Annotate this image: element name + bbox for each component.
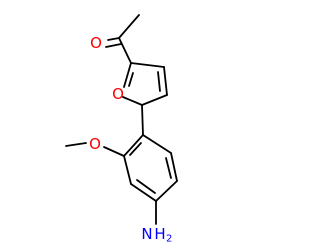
bond-benzene-c1-c2 [123, 134, 144, 157]
bond-benzene-c5-c6 [170, 152, 178, 182]
carbonyl-oxygen-label: O [90, 34, 102, 52]
bond-furan-benzene [141, 104, 144, 136]
bond-benzene-inner-b [136, 179, 156, 194]
bond-furan-c2-c3 [130, 62, 165, 68]
bond-furan-c3-c4-inner [157, 71, 161, 92]
bond-carbonyl-furan [118, 37, 132, 64]
methoxy-oxygen-label: O [89, 135, 101, 153]
bond-carbonyl-double-2 [105, 43, 122, 48]
furan-oxygen-label: O [112, 85, 124, 103]
amine-hydrogen-label: H [154, 225, 165, 243]
bond-benzene-c3-c4 [130, 183, 157, 202]
bond-furan-c4-c5 [141, 94, 168, 106]
bond-furan-o-c2 [123, 62, 132, 88]
bond-benzene-inner-c [165, 157, 172, 179]
bond-benzene-inner-a [129, 142, 142, 156]
amine-nitrogen-label: N [141, 225, 152, 243]
bond-benzene-methoxy-o [103, 146, 125, 157]
bond-methoxy-o-methyl [65, 142, 87, 147]
bond-furan-c3-c4 [163, 66, 168, 96]
bond-furan-c2-o-inner [128, 72, 134, 87]
bond-carbonyl-double-1 [107, 37, 120, 41]
bond-benzene-c4-c5 [155, 180, 178, 202]
bond-benzene-c2-c3 [123, 155, 132, 185]
amine-hydrogen-count: 2 [166, 234, 172, 245]
bond-furan-c5-o [122, 96, 143, 106]
bond-methyl-carbonyl [118, 14, 140, 39]
chemical-structure-diagram: O O O N H 2 [65, 14, 178, 245]
bond-benzene-c6-c1 [142, 134, 172, 154]
